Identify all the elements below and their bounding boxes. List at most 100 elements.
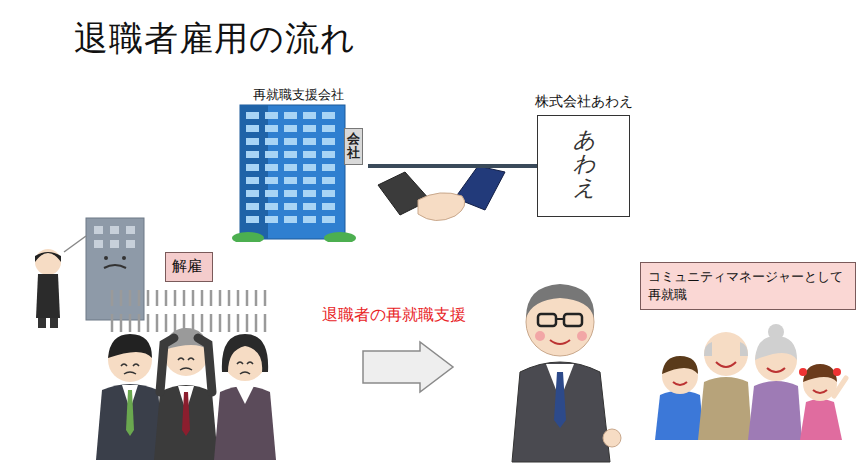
building-icon-part (303, 138, 316, 145)
building-icon-part (322, 203, 335, 210)
logo-text: あわえ (573, 128, 595, 201)
company-logo-box: 株式会社あわえあわえ (537, 115, 630, 217)
flow-label: 退職者の再就職支援 (322, 305, 466, 326)
support-man-part (550, 340, 570, 344)
building-icon-part (284, 125, 297, 132)
building-icon-part (246, 177, 259, 184)
building-icon-part (246, 203, 259, 210)
worker-center-part (154, 385, 218, 460)
building-icon-part (232, 232, 264, 242)
sad-building-part (110, 226, 119, 234)
worker-center-part (198, 338, 212, 392)
sad-building-part (122, 256, 126, 260)
building-icon-part (303, 216, 316, 223)
building-icon-part (284, 190, 297, 197)
building-icon-part (246, 164, 259, 171)
building-icon-part (246, 125, 259, 132)
hanging-person-part (36, 274, 60, 318)
family (655, 324, 846, 440)
building-icon-part (303, 164, 316, 171)
sad-building-part (126, 240, 135, 248)
support-man-part (556, 318, 564, 320)
support-man-part (538, 314, 556, 326)
support-man-part (526, 284, 594, 318)
building-icon-part (322, 151, 335, 158)
worker-center-part (160, 338, 174, 392)
company-heading: 再就職支援会社 (228, 86, 368, 104)
building-icon-part (303, 203, 316, 210)
hanging-person-part (35, 249, 61, 275)
worker-left-part (96, 384, 164, 460)
support-man-part (577, 331, 587, 341)
support-man-part (564, 314, 582, 326)
building-icon-part (322, 112, 335, 119)
family-part (800, 399, 842, 440)
building-icon-part (265, 203, 278, 210)
dismissal-tag: 解雇 (165, 252, 213, 282)
company-heading: 株式会社あわえ (535, 93, 633, 111)
family-part (767, 368, 785, 372)
building-icon-part (265, 190, 278, 197)
building-icon-part (246, 138, 259, 145)
building-icon-part (322, 190, 335, 197)
worker-left-part (108, 334, 152, 358)
diagram-title: 退職者雇用の流れ (74, 16, 356, 62)
support-man-part (512, 362, 610, 462)
building-icon-part (240, 105, 268, 239)
building-icon-part (284, 151, 297, 158)
worker-center-part (178, 358, 194, 370)
building-icon-part (322, 125, 335, 132)
dismissal-text: 解雇 (172, 257, 206, 277)
worker-right-part (237, 362, 253, 374)
building-icon-part (322, 138, 335, 145)
family-part (813, 390, 827, 393)
family-part (748, 381, 802, 440)
building-sign: 会社 (344, 128, 363, 165)
building-icon-part (265, 125, 278, 132)
support-man-part (554, 372, 566, 428)
reemployment-text: コミュニティマネージャーとして 再就職 (648, 268, 848, 303)
reemployment-note: コミュニティマネージャーとして 再就職 (640, 262, 856, 310)
building-icon-part (284, 203, 297, 210)
building-icon-part (240, 105, 345, 239)
sad-building-part (126, 226, 135, 234)
worker-right (214, 334, 276, 460)
family-part (803, 364, 837, 382)
building-icon-part (284, 216, 297, 223)
worker-right-part (222, 334, 268, 372)
building-icon-part (303, 125, 316, 132)
worker-center-part (182, 392, 190, 436)
building-icon-part (303, 151, 316, 158)
building-icon-part (284, 112, 297, 119)
sad-building-part (94, 240, 103, 248)
building-icon-part (265, 112, 278, 119)
support-man-part (535, 331, 545, 341)
handshake-part (418, 193, 465, 221)
family-part (834, 378, 846, 396)
building-icon-part (265, 177, 278, 184)
building-icon-part (246, 151, 259, 158)
building-icon-part (265, 138, 278, 145)
hanging-person (35, 236, 86, 328)
family-part (768, 324, 784, 340)
flow-arrow (363, 342, 453, 392)
worker-left-part (121, 364, 139, 374)
family-part (833, 368, 841, 376)
building-icon-part (322, 177, 335, 184)
building-icon-part (246, 190, 259, 197)
handshake (378, 166, 505, 221)
worker-right-part (236, 386, 254, 404)
family-part (704, 332, 748, 376)
support-man (512, 284, 621, 462)
link-line (368, 164, 537, 168)
support-company-building: 再就職支援会社会社 (228, 86, 368, 242)
sad-building-part (104, 256, 108, 260)
hanging-person-part (64, 236, 86, 252)
sad-building-part (110, 240, 119, 248)
building-icon-part (284, 177, 297, 184)
worker-center (154, 328, 218, 460)
family-part (673, 382, 687, 385)
sad-building-part (94, 226, 103, 234)
